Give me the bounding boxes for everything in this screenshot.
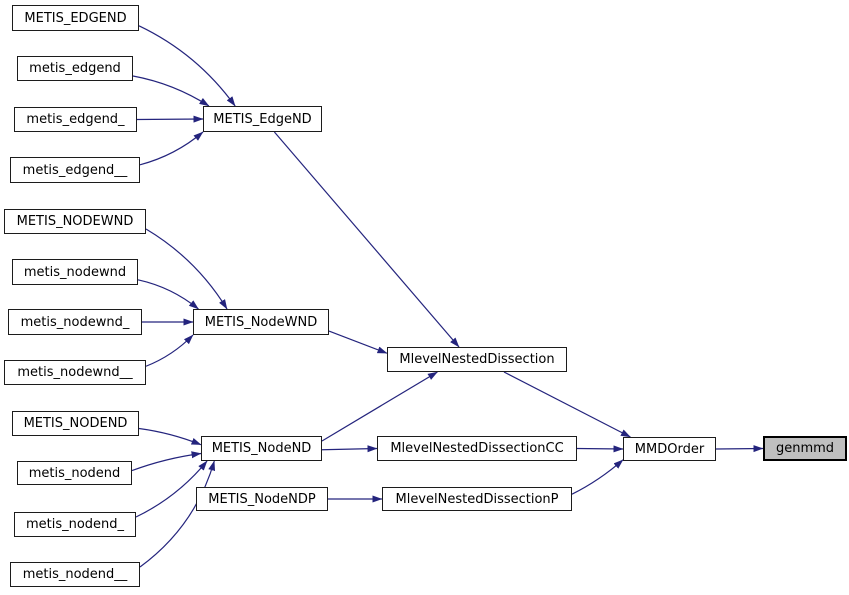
graph-node-MlevelNestedDissectionP[interactable]: MlevelNestedDissectionP [382,487,572,511]
edge-metis_nodend-to-METIS_NodeND [131,451,202,472]
graph-node-metis_nodewnd[interactable]: metis_nodewnd [12,259,138,285]
edge-METIS_NODEND-to-METIS_NodeND [138,427,202,446]
graph-node-genmmd: genmmd [763,436,847,461]
edge-metis_nodend__-to-METIS_NodeND [139,460,216,568]
graph-node-METIS_EDGEND[interactable]: METIS_EDGEND [12,5,139,31]
graph-node-METIS_EdgeND[interactable]: METIS_EdgeND [203,106,322,132]
edge-METIS_NodeWND-to-MlevelNestedDissection [328,330,388,354]
edge-METIS_NodeND-to-MlevelNestedDissectionCC [321,445,378,453]
graph-node-metis_nodewnd_[interactable]: metis_nodewnd_ [8,309,142,335]
graph-node-metis_edgend_[interactable]: metis_edgend_ [14,107,137,132]
graph-node-METIS_NodeNDP[interactable]: METIS_NodeNDP [196,487,328,511]
graph-node-metis_nodend[interactable]: metis_nodend [17,461,132,485]
graph-node-METIS_NodeND[interactable]: METIS_NodeND [201,436,322,461]
edge-metis_nodewnd-to-METIS_NodeWND [137,279,199,310]
graph-node-METIS_NODEWND[interactable]: METIS_NODEWND [4,209,146,234]
graph-node-metis_nodend__[interactable]: metis_nodend__ [10,562,140,587]
graph-node-metis_nodend_[interactable]: metis_nodend_ [14,512,136,537]
graph-node-metis_nodewnd__[interactable]: metis_nodewnd__ [4,360,146,385]
graph-node-METIS_NODEND[interactable]: METIS_NODEND [12,411,139,436]
graph-node-MlevelNestedDissection[interactable]: MlevelNestedDissection [387,347,567,372]
edge-metis_nodewnd__-to-METIS_NodeWND [145,334,194,367]
edge-MlevelNestedDissectionCC-to-MMDOrder [576,445,624,453]
graph-node-metis_edgend[interactable]: metis_edgend [17,56,133,81]
edge-MlevelNestedDissectionP-to-MMDOrder [571,459,624,495]
graph-node-metis_edgend__[interactable]: metis_edgend__ [10,157,140,183]
edge-MMDOrder-to-genmmd [715,445,764,453]
edge-METIS_NODEWND-to-METIS_NodeWND [145,228,228,310]
edge-metis_edgend__-to-METIS_EdgeND [139,131,204,166]
edge-MlevelNestedDissection-to-MMDOrder [503,371,631,438]
edge-METIS_EDGEND-to-METIS_EdgeND [138,25,236,107]
edge-metis_edgend_-to-METIS_EdgeND [136,115,204,123]
graph-node-MlevelNestedDissectionCC[interactable]: MlevelNestedDissectionCC [377,436,577,461]
edge-metis_edgend-to-METIS_EdgeND [132,75,210,107]
edge-METIS_NodeND-to-MlevelNestedDissection [321,371,438,442]
graph-node-MMDOrder[interactable]: MMDOrder [623,437,716,461]
graph-node-METIS_NodeWND[interactable]: METIS_NodeWND [193,309,329,335]
